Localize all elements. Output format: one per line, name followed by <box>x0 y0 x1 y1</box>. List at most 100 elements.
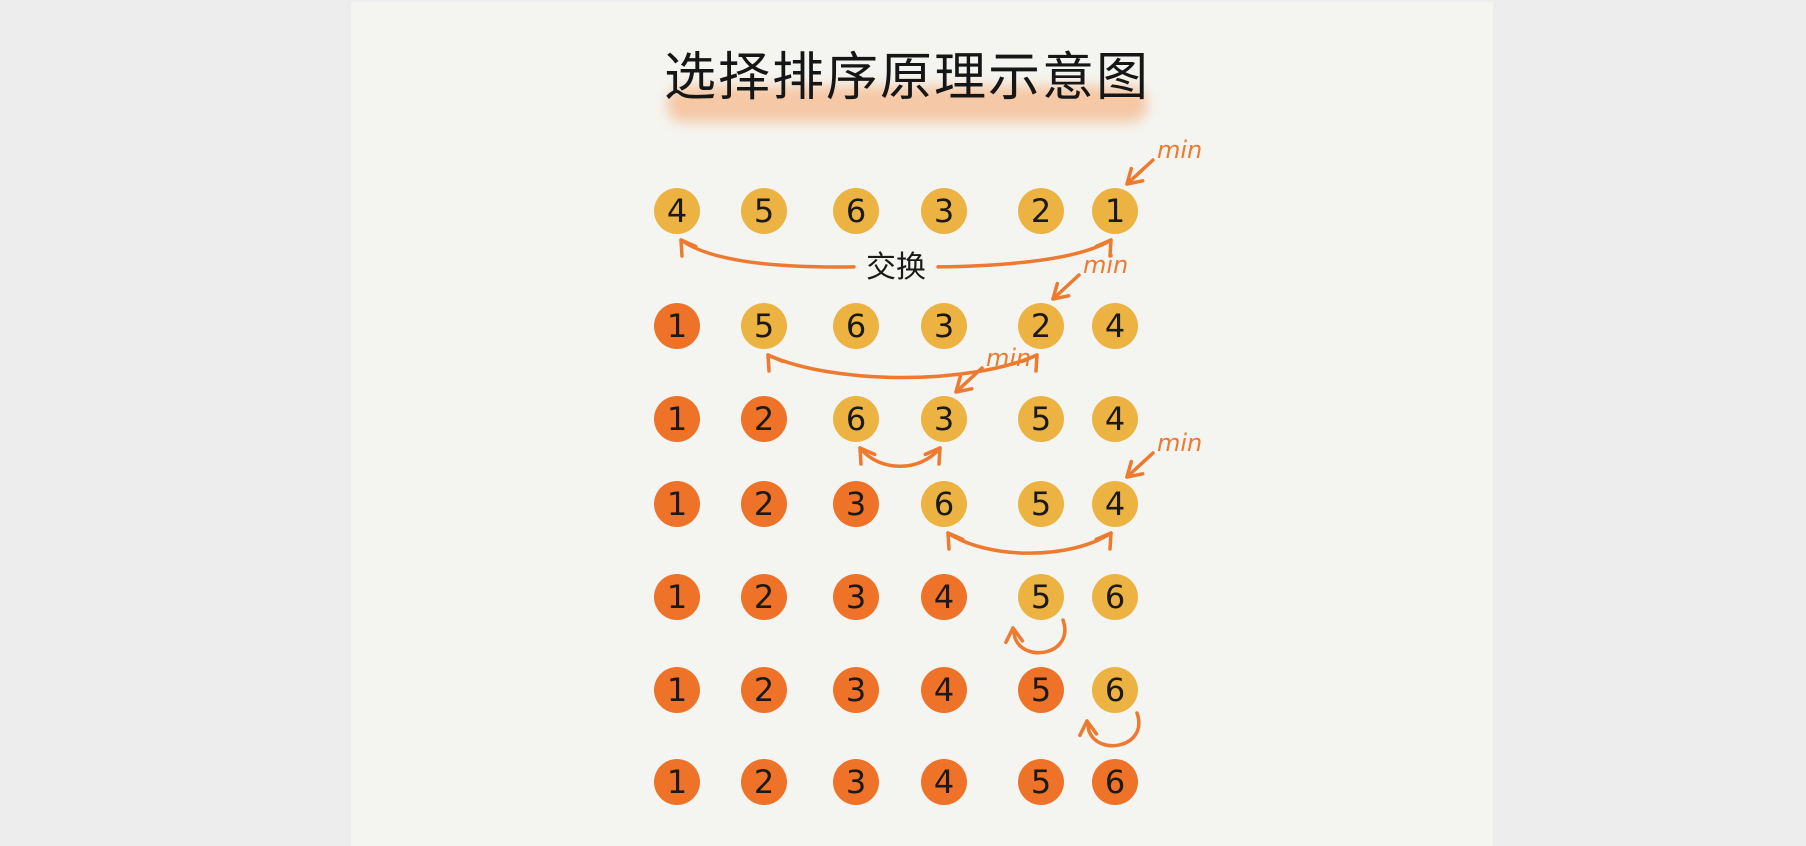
element-value: 3 <box>846 485 866 523</box>
unsorted-element-circle <box>1092 188 1138 234</box>
unsorted-element-circle <box>833 188 879 234</box>
element-value: 4 <box>1105 307 1125 345</box>
sorted-element-circle <box>833 481 879 527</box>
element-value: 4 <box>1105 400 1125 438</box>
element-value: 1 <box>667 400 687 438</box>
sorted-element-circle <box>741 481 787 527</box>
min-pointer-arrow <box>1051 273 1081 301</box>
sorted-element-circle <box>1018 667 1064 713</box>
unsorted-element-circle <box>921 396 967 442</box>
sorted-element-circle <box>741 759 787 805</box>
unsorted-element-circle <box>654 188 700 234</box>
min-pointer-arrow <box>954 366 984 394</box>
sorted-element-circle <box>654 667 700 713</box>
swap-label: 交换 <box>866 250 926 285</box>
min-pointer-arrow-head <box>1125 459 1145 479</box>
element-value: 5 <box>1031 671 1051 709</box>
unsorted-element-circle <box>833 396 879 442</box>
element-value: 3 <box>934 307 954 345</box>
element-value: 4 <box>934 763 954 801</box>
sorted-element-circle <box>833 574 879 620</box>
element-value: 1 <box>1105 192 1125 230</box>
element-value: 1 <box>667 671 687 709</box>
unsorted-element-circle <box>921 303 967 349</box>
element-value: 3 <box>846 763 866 801</box>
element-value: 2 <box>754 671 774 709</box>
swap-arrow-head-right <box>1094 238 1113 258</box>
unsorted-element-circle <box>1092 481 1138 527</box>
diagram-title: 选择排序原理示意图 <box>664 48 1150 108</box>
sorted-element-circle <box>654 481 700 527</box>
min-label: min <box>1157 429 1202 457</box>
unsorted-element-circle <box>741 188 787 234</box>
min-label: min <box>1083 251 1128 279</box>
swap-arrow-head-right <box>1094 531 1113 551</box>
min-pointer-arrow-head <box>1051 281 1071 301</box>
sorted-element-circle <box>654 574 700 620</box>
element-value: 6 <box>1105 578 1125 616</box>
swap-arrow-head-left <box>679 238 698 258</box>
swap-arrow-head-right <box>1020 353 1039 373</box>
element-value: 2 <box>754 763 774 801</box>
sorted-element-circle <box>741 574 787 620</box>
sorted-element-circle <box>741 396 787 442</box>
swap-arrow-head-left <box>858 446 877 466</box>
element-value: 6 <box>846 307 866 345</box>
element-value: 1 <box>667 485 687 523</box>
sorted-element-circle <box>1092 759 1138 805</box>
title-highlight <box>667 86 1147 122</box>
unsorted-element-circle <box>1092 667 1138 713</box>
min-pointer-arrow-head <box>1125 166 1145 186</box>
element-value: 4 <box>934 671 954 709</box>
self-swap-loop <box>1011 618 1067 655</box>
unsorted-element-circle <box>1092 303 1138 349</box>
element-value: 5 <box>754 307 774 345</box>
unsorted-element-circle <box>1092 574 1138 620</box>
element-value: 6 <box>1105 671 1125 709</box>
element-value: 1 <box>667 307 687 345</box>
element-value: 5 <box>754 192 774 230</box>
element-value: 4 <box>1105 485 1125 523</box>
element-value: 5 <box>1031 485 1051 523</box>
unsorted-element-circle <box>921 481 967 527</box>
sorted-element-circle <box>654 759 700 805</box>
sort-step-row: 1 5 6 3 2 4 <box>654 303 1138 349</box>
min-pointer-arrow <box>1125 158 1155 186</box>
unsorted-element-circle <box>1018 574 1064 620</box>
sorted-element-circle <box>1018 759 1064 805</box>
element-value: 4 <box>934 578 954 616</box>
element-value: 3 <box>846 578 866 616</box>
title-group: 选择排序原理示意图 <box>664 48 1150 122</box>
element-value: 3 <box>934 400 954 438</box>
swap-arrow-line <box>858 446 942 468</box>
element-value: 1 <box>667 578 687 616</box>
self-swap-arrow-head <box>1004 626 1025 645</box>
element-value: 5 <box>1031 763 1051 801</box>
unsorted-element-circle <box>1092 396 1138 442</box>
sorted-element-circle <box>833 759 879 805</box>
element-value: 2 <box>1031 307 1051 345</box>
element-value: 5 <box>1031 578 1051 616</box>
element-value: 6 <box>846 192 866 230</box>
unsorted-element-circle <box>1018 396 1064 442</box>
swap-arrow-head-right <box>923 446 942 466</box>
unsorted-element-circle <box>921 188 967 234</box>
swap-arrow-line <box>946 531 1113 555</box>
swap-arrow-line <box>679 238 856 269</box>
min-pointer-arrow <box>1125 451 1155 479</box>
self-swap-loop <box>1085 711 1141 748</box>
min-pointer-arrow-head <box>954 374 974 394</box>
unsorted-element-circle <box>1018 481 1064 527</box>
element-value: 6 <box>1105 763 1125 801</box>
self-swap-arrow-head <box>1078 719 1099 738</box>
element-value: 6 <box>846 400 866 438</box>
element-value: 5 <box>1031 400 1051 438</box>
sorted-element-circle <box>921 667 967 713</box>
